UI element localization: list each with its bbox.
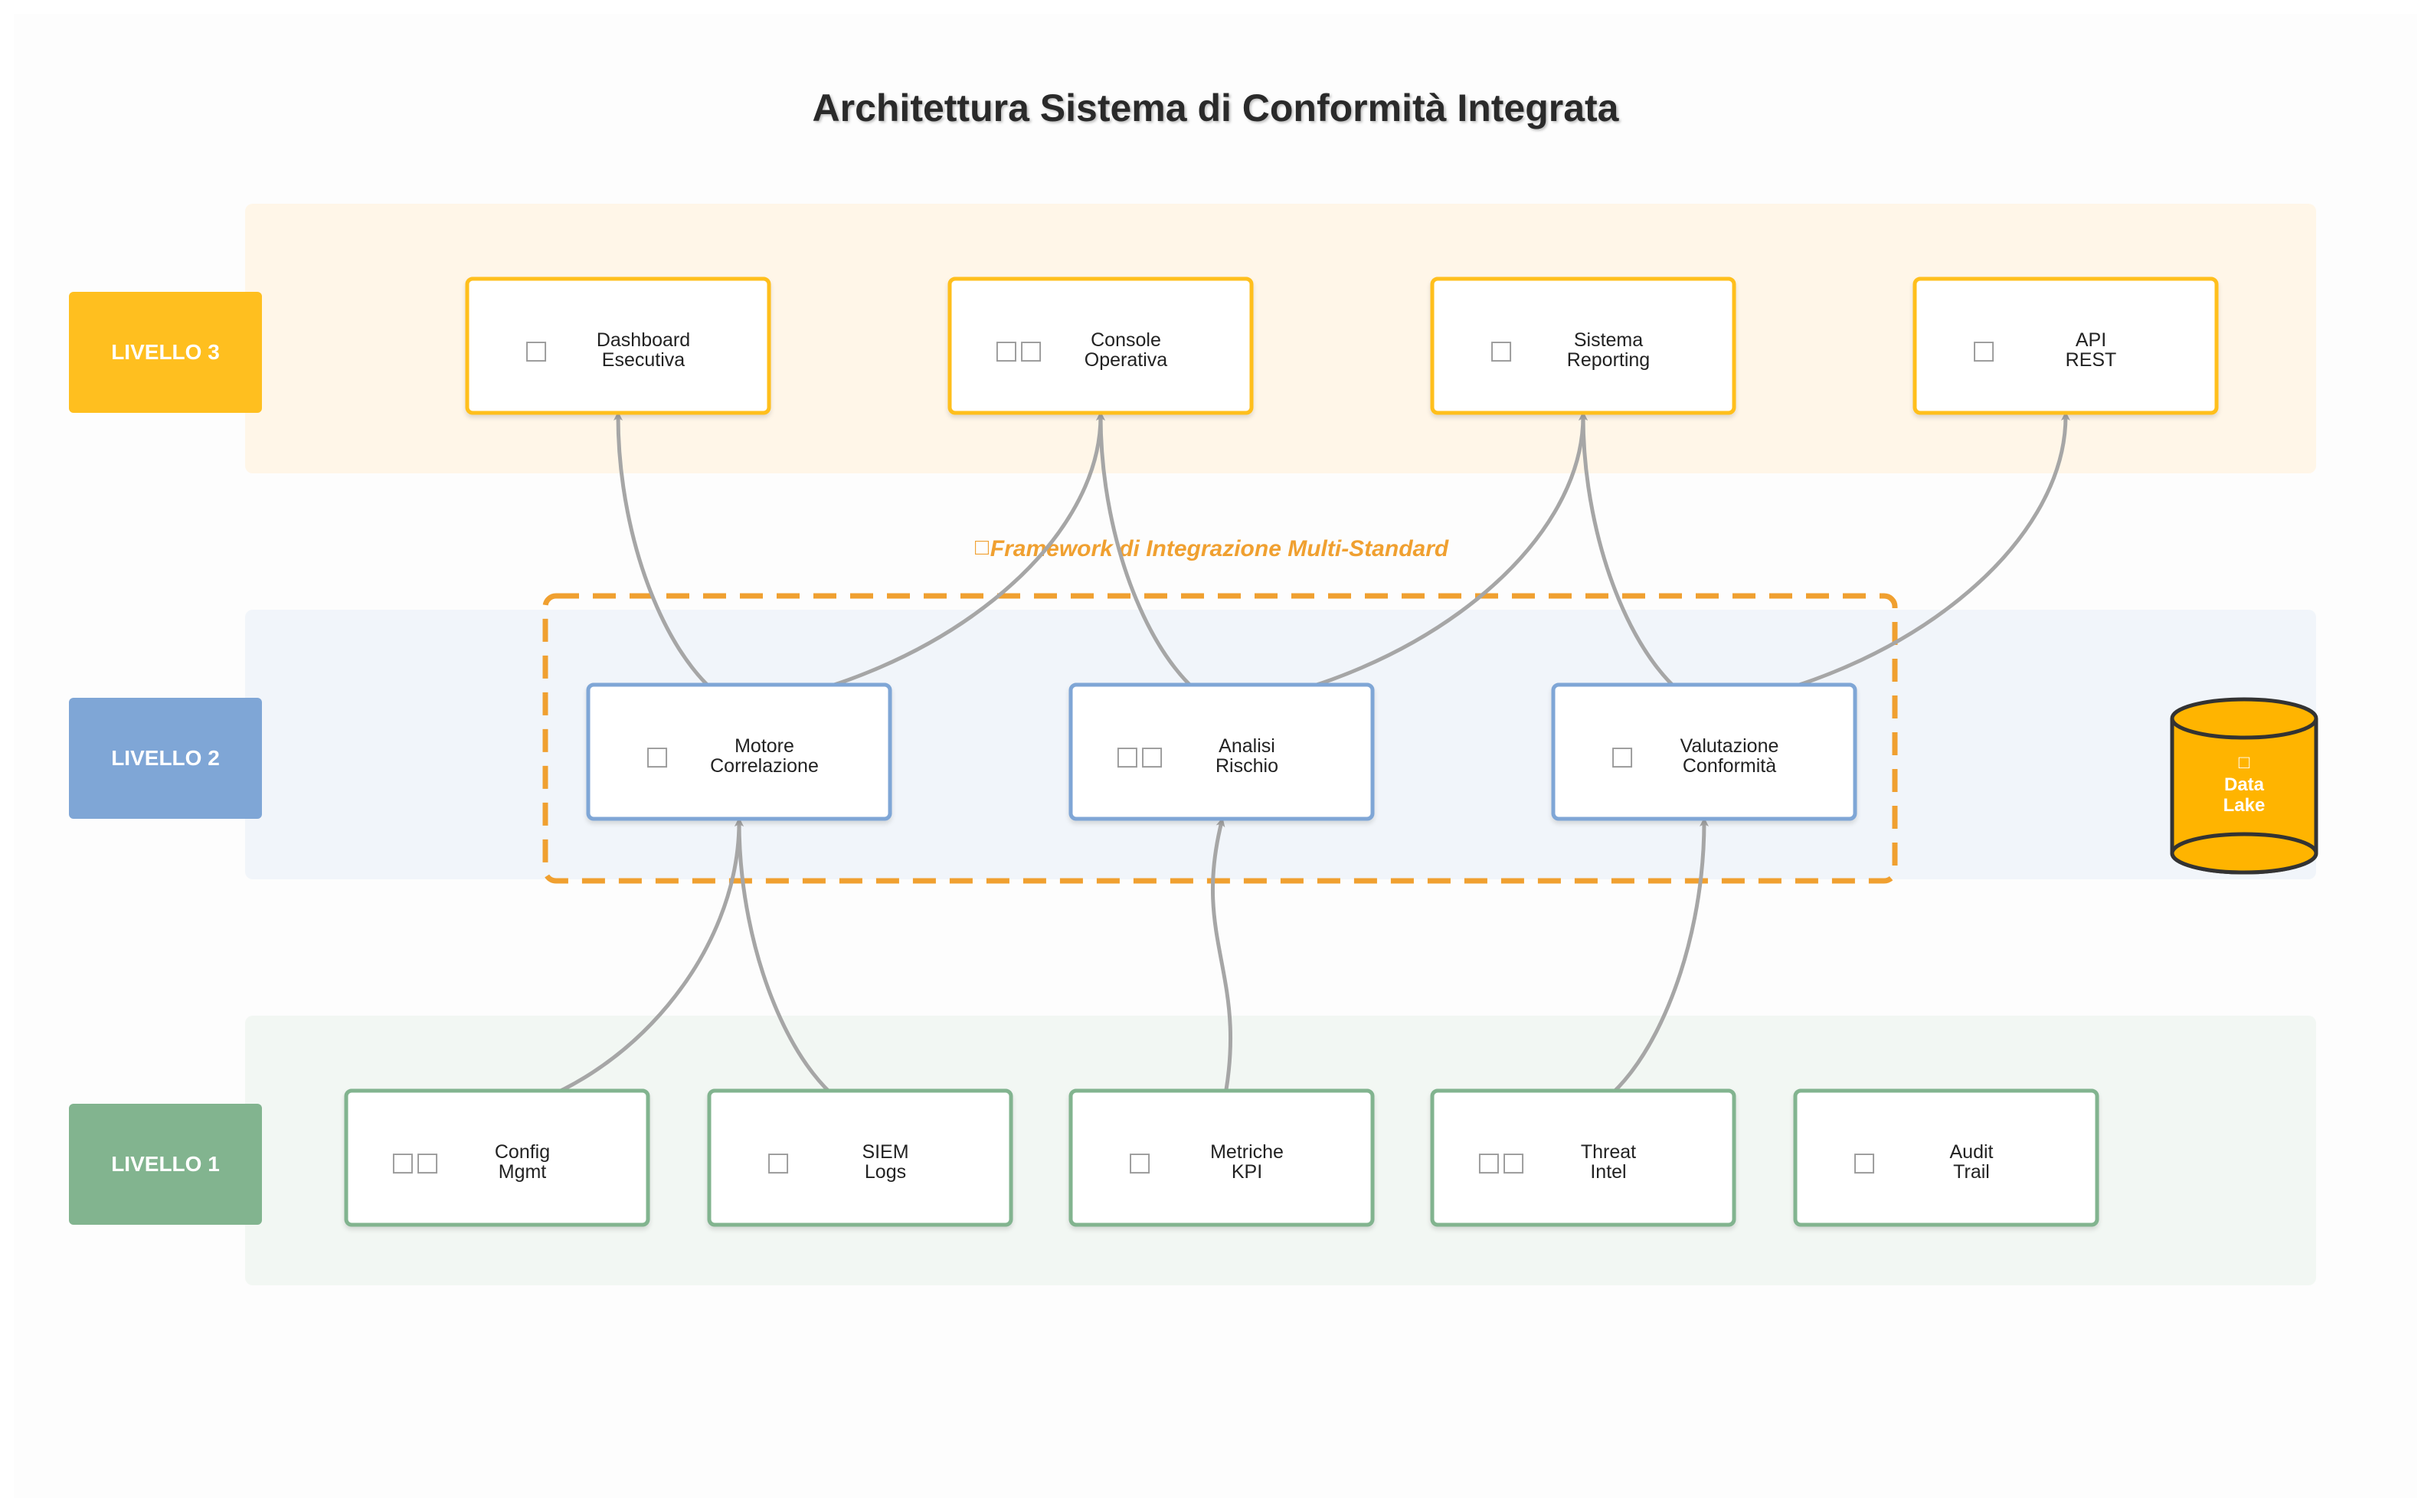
node-label-line1: Console: [1091, 329, 1161, 351]
gear-icon: □: [645, 741, 669, 771]
node-label-line1: Sistema: [1574, 329, 1643, 351]
level-3-label: LIVELLO 3: [111, 340, 220, 364]
node-box: [586, 682, 892, 821]
node-label-line2: Esecutiva: [602, 349, 685, 371]
node-label-line1: Analisi: [1219, 735, 1275, 757]
settings-icon: □□: [391, 1147, 440, 1177]
node-box: [344, 1088, 650, 1227]
node-box: [1068, 1088, 1375, 1227]
framework-icon: □: [975, 535, 990, 560]
node-label-line2: Logs: [865, 1161, 906, 1183]
data-lake[interactable]: □ Data Lake: [2170, 697, 2318, 875]
node-label-line2: Operativa: [1085, 349, 1167, 371]
plug-icon: □: [1971, 335, 1996, 365]
node-label-line1: API: [2076, 329, 2106, 351]
level-1-badge: LIVELLO 1: [69, 1104, 262, 1225]
node-label-line2: Trail: [1953, 1161, 1990, 1183]
level-3-badge: LIVELLO 3: [69, 292, 262, 413]
node-label-line2: Conformità: [1683, 755, 1776, 777]
node-box: [1793, 1088, 2099, 1227]
data-lake-label-line2: Lake: [2223, 795, 2266, 816]
node-label-line1: Motore: [735, 735, 794, 757]
node-box: [1430, 277, 1736, 415]
node-label-line1: Audit: [1950, 1141, 1994, 1163]
node-label-line2: Reporting: [1567, 349, 1650, 371]
framework-container: [542, 593, 1898, 884]
node-box: [1068, 682, 1375, 821]
node-label-line2: Intel: [1590, 1161, 1626, 1183]
node-label-line2: REST: [2066, 349, 2117, 371]
report-icon: □: [1489, 335, 1513, 365]
node-label-line2: KPI: [1232, 1161, 1262, 1183]
framework-caption: □ Framework di Integrazione Multi-Standa…: [975, 535, 1449, 561]
check-icon: □: [1610, 741, 1634, 771]
node-box: [1912, 277, 2219, 415]
node-label-line2: Correlazione: [710, 755, 819, 777]
arrow-metriche-to-rischio: [1211, 817, 1232, 1114]
framework-label: Framework di Integrazione Multi-Standard: [990, 536, 1449, 561]
chart-icon: □: [524, 335, 548, 365]
database-icon: □: [2239, 752, 2250, 773]
monitor-icon: □□: [994, 335, 1043, 365]
node-label-line2: Mgmt: [499, 1161, 547, 1183]
node-box: [1551, 682, 1857, 821]
node-label-line2: Rischio: [1216, 755, 1278, 777]
metrics-icon: □: [1127, 1147, 1152, 1177]
node-box: [707, 1088, 1013, 1227]
node-box: [1430, 1088, 1736, 1227]
level-1-label: LIVELLO 1: [111, 1152, 220, 1176]
node-box: [465, 277, 771, 415]
node-label-line1: SIEM: [862, 1141, 908, 1163]
clipboard-icon: □: [1852, 1147, 1876, 1177]
node-label-line1: Dashboard: [597, 329, 690, 351]
data-lake-label-line1: Data: [2224, 774, 2265, 795]
node-label-line1: Valutazione: [1680, 735, 1779, 757]
level-2-badge: LIVELLO 2: [69, 698, 262, 819]
node-label-line1: Metriche: [1210, 1141, 1284, 1163]
node-box: [947, 277, 1254, 415]
node-label-line1: Config: [495, 1141, 550, 1163]
node-label-line1: Threat: [1581, 1141, 1636, 1163]
shield-icon: □□: [1477, 1147, 1526, 1177]
warning-icon: □□: [1115, 741, 1164, 771]
level-2-label: LIVELLO 2: [111, 746, 220, 770]
diagram-title: Architettura Sistema di Conformità Integ…: [813, 87, 1620, 129]
log-icon: □: [766, 1147, 790, 1177]
component-nodes: □DashboardEsecutiva□□ConsoleOperativa□Si…: [344, 277, 2219, 1227]
